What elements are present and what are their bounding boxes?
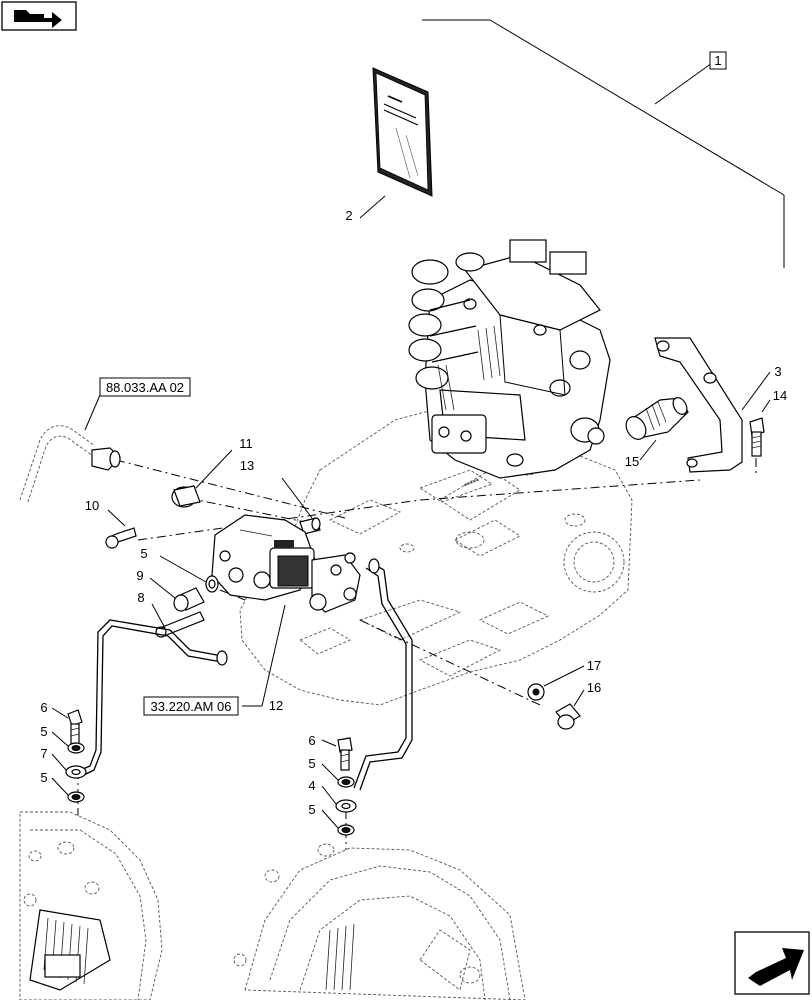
solenoid-valve-12 [211,514,361,613]
mounting-bracket [654,337,743,473]
callout-14: 14 [773,388,787,403]
washer-5-left-b [67,791,85,803]
callout-8: 8 [137,590,144,605]
callout-1-box: 1 [709,51,727,70]
washer-5-left-a [67,742,85,754]
callout-15: 15 [625,454,639,469]
callout-17: 17 [587,658,601,673]
callout-12: 12 [269,698,283,713]
callout-11: 11 [239,436,253,451]
callout-6-left: 6 [40,700,47,715]
ref-33-220-am-06: 33.220.AM 06 [151,699,232,714]
callout-13: 13 [240,458,254,473]
callout-16: 16 [587,680,601,695]
callout-9: 9 [136,568,143,583]
callout-2: 2 [345,208,352,223]
callout-1: 1 [714,53,721,68]
banjo-bolt-6-left [67,709,83,745]
kit-bracket-lines [422,19,785,268]
brake-assembly-left [19,811,163,1000]
callout-5-left-a: 5 [40,724,47,739]
plug-16 [555,703,581,730]
ref-88-033-aa-02: 88.033.AA 02 [106,380,184,395]
seal-17 [527,683,545,701]
callout-6-right: 6 [308,733,315,748]
callout-4: 4 [308,778,315,793]
ref-box-33-220-am-06[interactable]: 33.220.AM 06 [143,696,239,716]
callout-10: 10 [85,498,99,513]
brake-assembly-right [233,843,526,1000]
brake-pipe-left [75,619,228,779]
banjo-bolt-6-right [337,737,353,771]
callout-5-upper: 5 [140,546,147,561]
alignment-lines [77,459,701,860]
callout-7: 7 [40,746,47,761]
washer-5-right-b [337,824,355,836]
book-arrow-icon[interactable] [1,1,77,31]
callout-5-left-b: 5 [40,770,47,785]
screw-14 [749,417,765,457]
control-valve-assembly [408,239,611,479]
direction-arrow-icon[interactable] [734,931,810,995]
screw-10 [105,527,137,549]
washer-5-right-a [337,776,355,788]
coupler-15 [625,397,689,440]
callout-5-right-b: 5 [308,802,315,817]
instruction-booklet [372,67,433,197]
callout-5-right-a: 5 [308,756,315,771]
banjo-7 [65,765,87,779]
brake-pipe-right [353,558,413,791]
fitting-13 [299,517,321,535]
union-9 [173,587,205,612]
callout-3: 3 [774,364,781,379]
external-pipe-ref [19,425,121,503]
washer-5-upper [205,575,219,593]
adapter-11 [171,485,201,508]
ref-box-88-033-aa-02[interactable]: 88.033.AA 02 [99,377,191,397]
banjo-4 [335,799,357,813]
